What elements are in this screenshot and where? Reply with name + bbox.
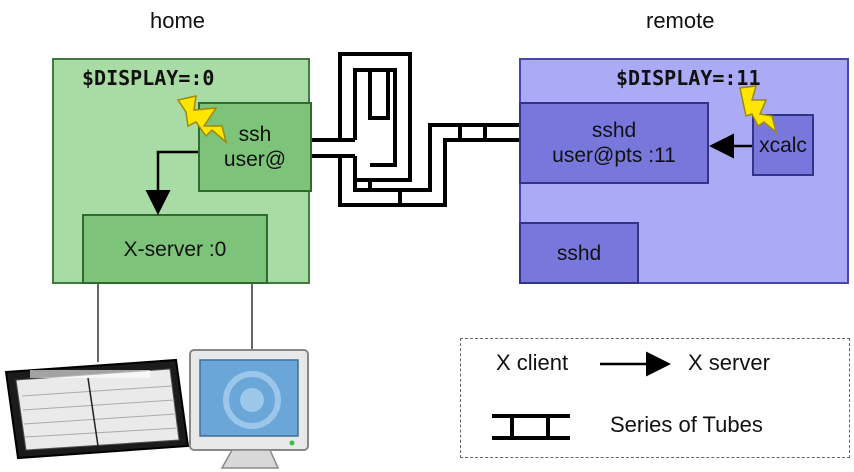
sshd-pts-label: user@pts :11 [552, 144, 676, 167]
xcalc-label: xcalc [759, 133, 807, 157]
remote-xcalc-box: xcalc [752, 114, 814, 176]
home-display-variable: $DISPLAY=:0 [82, 66, 215, 90]
legend-tube-icon [492, 414, 570, 440]
legend-box [460, 338, 850, 458]
sshd-daemon-label: sshd [556, 241, 602, 265]
sshd-label: sshd [591, 119, 637, 142]
home-ssh-box: ssh user@ [198, 102, 312, 192]
ssh-user-label: user@ [223, 148, 287, 171]
remote-lightning-icon [739, 85, 778, 135]
tube-network [312, 52, 519, 207]
remote-sshd-user-box: sshd user@pts :11 [519, 102, 709, 184]
ssh-label: ssh [238, 123, 272, 146]
xserver-label: X-server :0 [123, 237, 227, 261]
legend-x-client-label: X client [496, 350, 569, 375]
keyboard-icon [4, 358, 190, 460]
home-title: home [150, 8, 206, 33]
remote-sshd-box: sshd [519, 222, 639, 284]
monitor-icon [189, 349, 309, 469]
home-lightning-icon [176, 95, 228, 145]
home-xserver-box: X-server :0 [82, 214, 268, 284]
remote-title: remote [646, 8, 715, 33]
home-arrow-icon [145, 150, 198, 215]
legend-tubes-label: Series of Tubes [610, 412, 763, 437]
remote-display-variable: $DISPLAY=:11 [616, 66, 761, 90]
legend-x-server-label: X server [688, 350, 770, 375]
